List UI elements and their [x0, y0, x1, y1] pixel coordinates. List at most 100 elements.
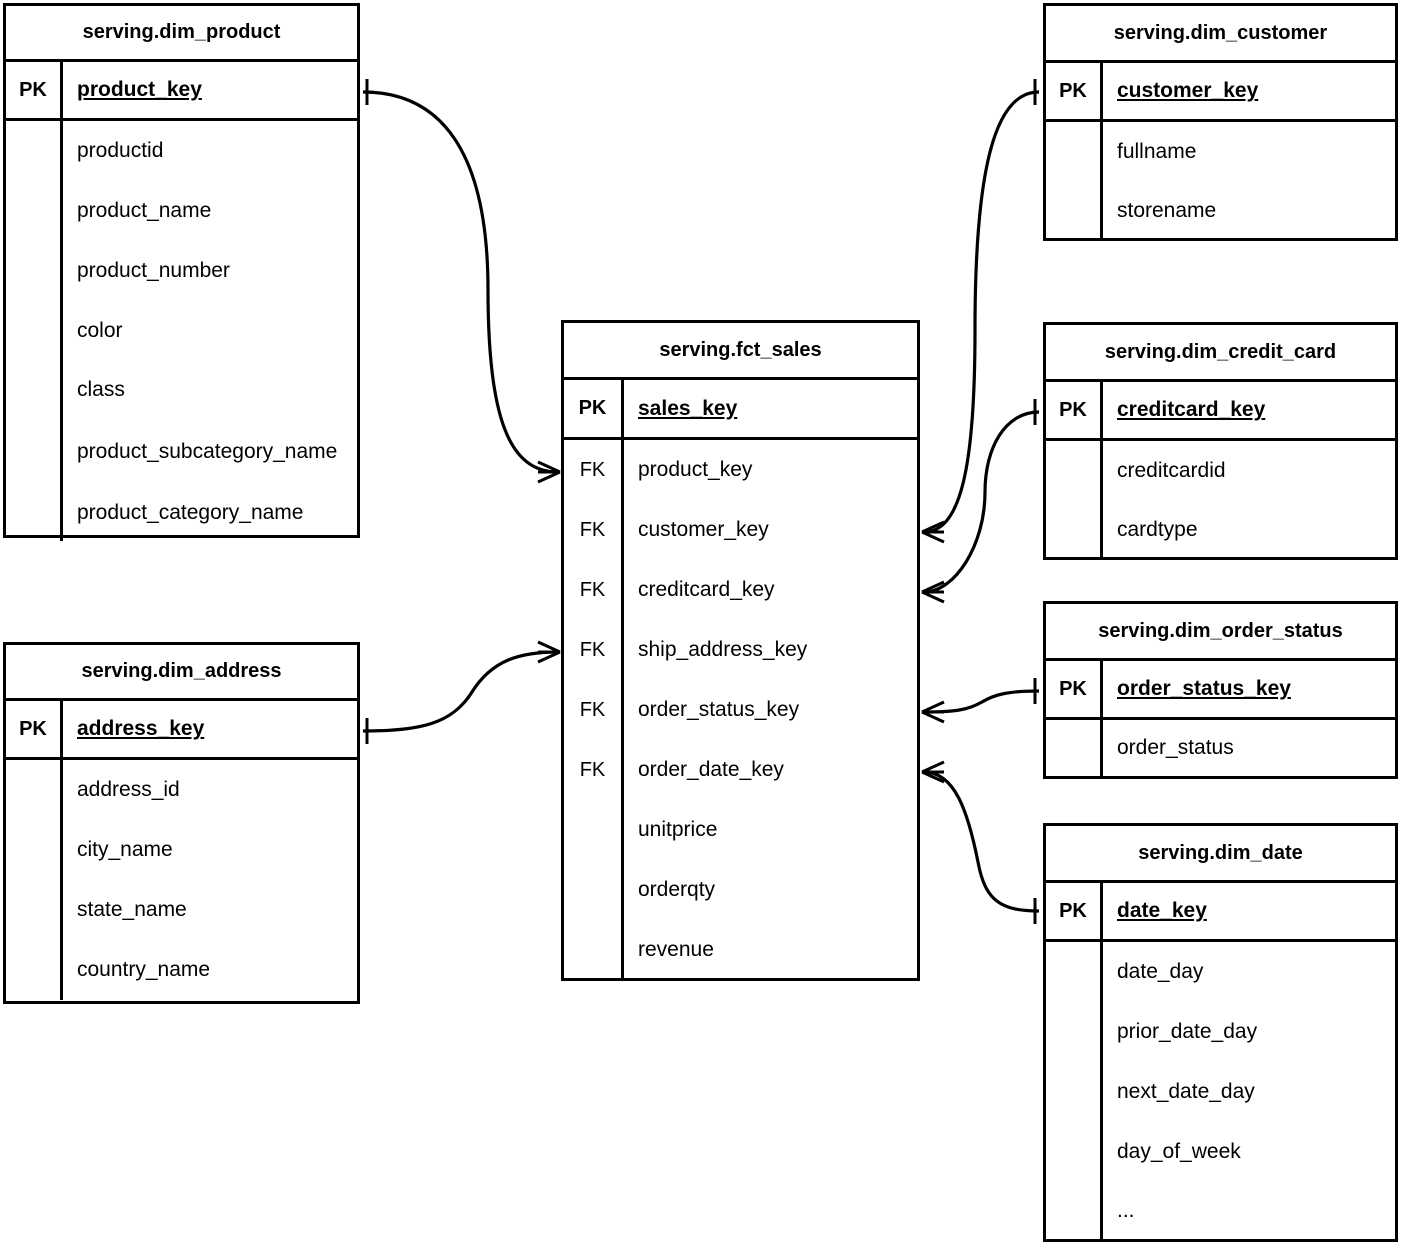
pk-field-name: order_status_key	[1117, 677, 1291, 701]
entity-dim-customer[interactable]: serving.dim_customer PK customer_key ful…	[1043, 3, 1398, 241]
column-row: product_number	[6, 241, 357, 301]
column-row: color	[6, 301, 357, 361]
pk-badge: PK	[1046, 661, 1103, 717]
column-name: order_status_key	[638, 698, 800, 722]
entity-title: serving.dim_credit_card	[1046, 325, 1395, 382]
entity-dim-order-status[interactable]: serving.dim_order_status PK order_status…	[1043, 601, 1398, 779]
column-list: productid product_name product_number co…	[6, 121, 357, 541]
column-row: productid	[6, 121, 357, 181]
column-name: class	[77, 378, 125, 402]
column-list: fullname storename	[1046, 122, 1395, 239]
column-row: storename	[1046, 182, 1395, 239]
entity-fct-sales[interactable]: serving.fct_sales PK sales_key FK produc…	[561, 320, 920, 981]
pk-badge: PK	[564, 380, 624, 437]
pk-badge: PK	[1046, 382, 1103, 438]
key-badge	[6, 820, 63, 880]
column-row: unitprice	[564, 800, 917, 860]
column-name: address_id	[77, 778, 180, 802]
key-badge	[1046, 441, 1103, 501]
entity-title: serving.dim_product	[6, 6, 357, 62]
column-name: product_name	[77, 199, 212, 223]
column-row-fk: FK customer_key	[564, 500, 917, 560]
column-name: day_of_week	[1117, 1140, 1241, 1164]
entity-dim-product[interactable]: serving.dim_product PK product_key produ…	[3, 3, 360, 541]
pk-badge: PK	[1046, 883, 1103, 939]
fk-badge: FK	[564, 440, 624, 500]
key-badge	[6, 181, 63, 241]
column-row: fullname	[1046, 122, 1395, 182]
key-badge	[6, 419, 63, 485]
column-row: state_name	[6, 880, 357, 940]
column-row: prior_date_day	[1046, 1002, 1395, 1062]
column-row-fk: FK product_key	[564, 440, 917, 500]
key-badge	[6, 940, 63, 1000]
key-badge	[1046, 122, 1103, 182]
column-row-fk: FK order_status_key	[564, 680, 917, 740]
column-name: country_name	[77, 958, 211, 982]
column-name: date_day	[1117, 960, 1204, 984]
fk-badge: FK	[564, 740, 624, 800]
entity-dim-credit-card[interactable]: serving.dim_credit_card PK creditcard_ke…	[1043, 322, 1398, 560]
column-row-fk: FK order_date_key	[564, 740, 917, 800]
column-name: ...	[1117, 1198, 1135, 1222]
key-badge	[6, 241, 63, 301]
pk-field-name: sales_key	[638, 396, 738, 420]
column-name: color	[77, 319, 123, 343]
pk-row: PK product_key	[6, 62, 357, 121]
column-row: address_id	[6, 760, 357, 820]
column-row: revenue	[564, 920, 917, 980]
fk-badge: FK	[564, 680, 624, 740]
key-badge	[6, 760, 63, 820]
column-name: cardtype	[1117, 517, 1198, 541]
entity-title: serving.dim_order_status	[1046, 604, 1395, 661]
fk-badge: FK	[564, 500, 624, 560]
relationship-date	[921, 760, 1040, 924]
key-badge	[6, 301, 63, 361]
column-name: productid	[77, 139, 164, 163]
key-badge	[6, 485, 63, 541]
key-badge	[6, 880, 63, 940]
column-name: creditcardid	[1117, 459, 1226, 483]
column-row: orderqty	[564, 860, 917, 920]
column-row: country_name	[6, 940, 357, 1000]
key-badge	[6, 121, 63, 181]
key-badge	[1046, 1062, 1103, 1122]
pk-row: PK order_status_key	[1046, 661, 1395, 720]
column-name: product_number	[77, 259, 230, 283]
pk-row: PK creditcard_key	[1046, 382, 1395, 441]
column-name: product_subcategory_name	[77, 440, 338, 464]
pk-badge: PK	[6, 62, 63, 118]
relationship-product	[362, 79, 561, 484]
column-row: date_day	[1046, 942, 1395, 1002]
column-list: date_day prior_date_day next_date_day da…	[1046, 942, 1395, 1239]
column-name: next_date_day	[1117, 1080, 1255, 1104]
column-row: city_name	[6, 820, 357, 880]
column-row: creditcardid	[1046, 441, 1395, 501]
column-row: ...	[1046, 1182, 1395, 1239]
key-badge	[564, 920, 624, 980]
key-badge	[1046, 1182, 1103, 1239]
entity-title: serving.fct_sales	[564, 323, 917, 380]
key-badge	[6, 361, 63, 419]
column-row: product_subcategory_name	[6, 419, 357, 485]
column-row: product_name	[6, 181, 357, 241]
pk-row: PK date_key	[1046, 883, 1395, 942]
key-badge	[1046, 182, 1103, 239]
column-list: FK product_key FK customer_key FK credit…	[564, 440, 917, 980]
fk-badge: FK	[564, 620, 624, 680]
column-row-fk: FK creditcard_key	[564, 560, 917, 620]
entity-title: serving.dim_date	[1046, 826, 1395, 883]
relationship-customer	[921, 79, 1040, 544]
column-row: cardtype	[1046, 501, 1395, 558]
entity-dim-date[interactable]: serving.dim_date PK date_key date_day pr…	[1043, 823, 1398, 1242]
column-name: prior_date_day	[1117, 1020, 1258, 1044]
column-name: product_key	[638, 458, 753, 482]
pk-field-name: address_key	[77, 717, 205, 741]
entity-dim-address[interactable]: serving.dim_address PK address_key addre…	[3, 642, 360, 1004]
pk-badge: PK	[1046, 63, 1103, 119]
entity-title: serving.dim_address	[6, 645, 357, 701]
column-list: order_status	[1046, 720, 1395, 776]
column-name: storename	[1117, 198, 1217, 222]
column-name: customer_key	[638, 518, 769, 542]
